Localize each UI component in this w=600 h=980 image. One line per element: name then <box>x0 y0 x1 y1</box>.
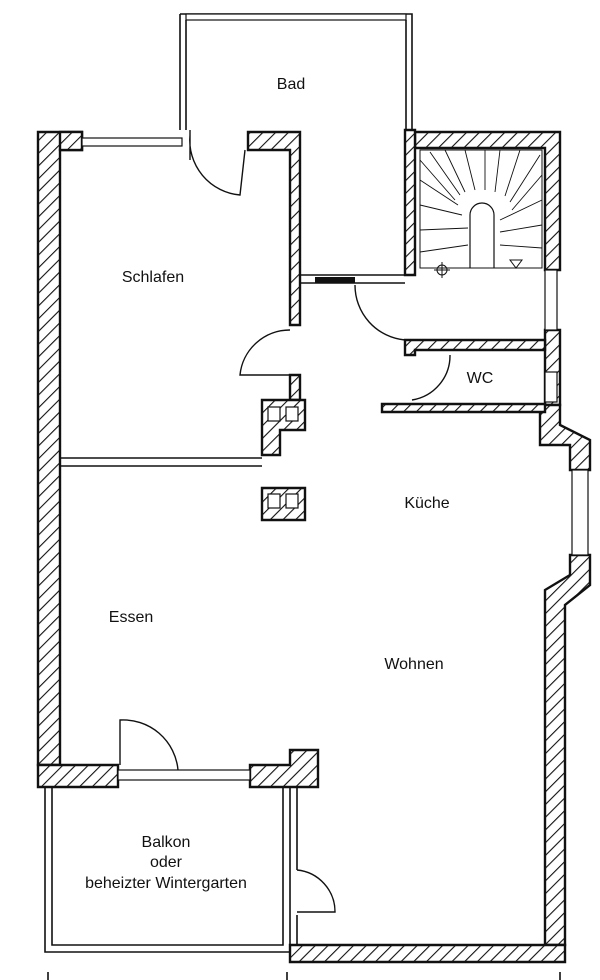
door-bad <box>189 130 246 196</box>
wall-schlafen-top-left <box>58 130 84 152</box>
wall-wc-top <box>403 338 547 357</box>
room-label-schlafen: Schlafen <box>122 269 184 286</box>
staircase <box>419 149 543 278</box>
hall-door-threshold <box>315 277 355 283</box>
wall-schlafen-hall-lower <box>288 373 302 402</box>
chimney-flue-3 <box>267 493 281 509</box>
schlafen-top-window <box>81 137 183 147</box>
chimney-flue-2 <box>285 406 299 422</box>
door-wohnen-balcony <box>296 869 336 913</box>
room-label-essen: Essen <box>109 609 153 626</box>
wall-bottom-left <box>36 763 120 789</box>
wall-right-bay-top <box>538 403 592 472</box>
wall-schlafen-essen <box>60 457 262 467</box>
wall-wc-bottom <box>380 402 547 414</box>
room-label-bad: Bad <box>277 76 305 93</box>
wall-right-bay-bottom <box>543 553 592 947</box>
chimney-flue-1 <box>267 406 281 422</box>
dimension-ticks <box>47 972 561 980</box>
wc-right-window <box>544 371 558 403</box>
room-label-wohnen: Wohnen <box>384 656 443 673</box>
wall-bottom-right-of-window <box>248 748 320 789</box>
wall-stair-left <box>403 128 417 277</box>
door-hall-stairs <box>354 284 406 341</box>
bad-top-window <box>185 13 407 21</box>
wall-bottom-wohnen <box>288 943 567 964</box>
wall-left <box>36 130 84 767</box>
door-essen-balcony <box>119 719 179 771</box>
wall-schlafen-top-right <box>246 130 302 327</box>
wall-wohnen-left-lower <box>289 787 298 945</box>
wall-bad <box>179 13 413 130</box>
essen-bottom-window <box>117 769 251 781</box>
room-label-balkon-3: beheizter Wintergarten <box>85 875 247 892</box>
room-label-balkon-1: Balkon <box>142 834 191 851</box>
room-label-wc: WC <box>467 370 494 387</box>
room-label-kueche: Küche <box>404 495 449 512</box>
bay-window <box>571 469 589 556</box>
balcony-outline <box>44 787 290 953</box>
stair-right-window <box>544 269 558 331</box>
door-wc <box>411 354 451 401</box>
door-schlafen <box>239 329 291 376</box>
chimney-flue-4 <box>285 493 299 509</box>
room-label-balkon-2: oder <box>150 854 183 871</box>
